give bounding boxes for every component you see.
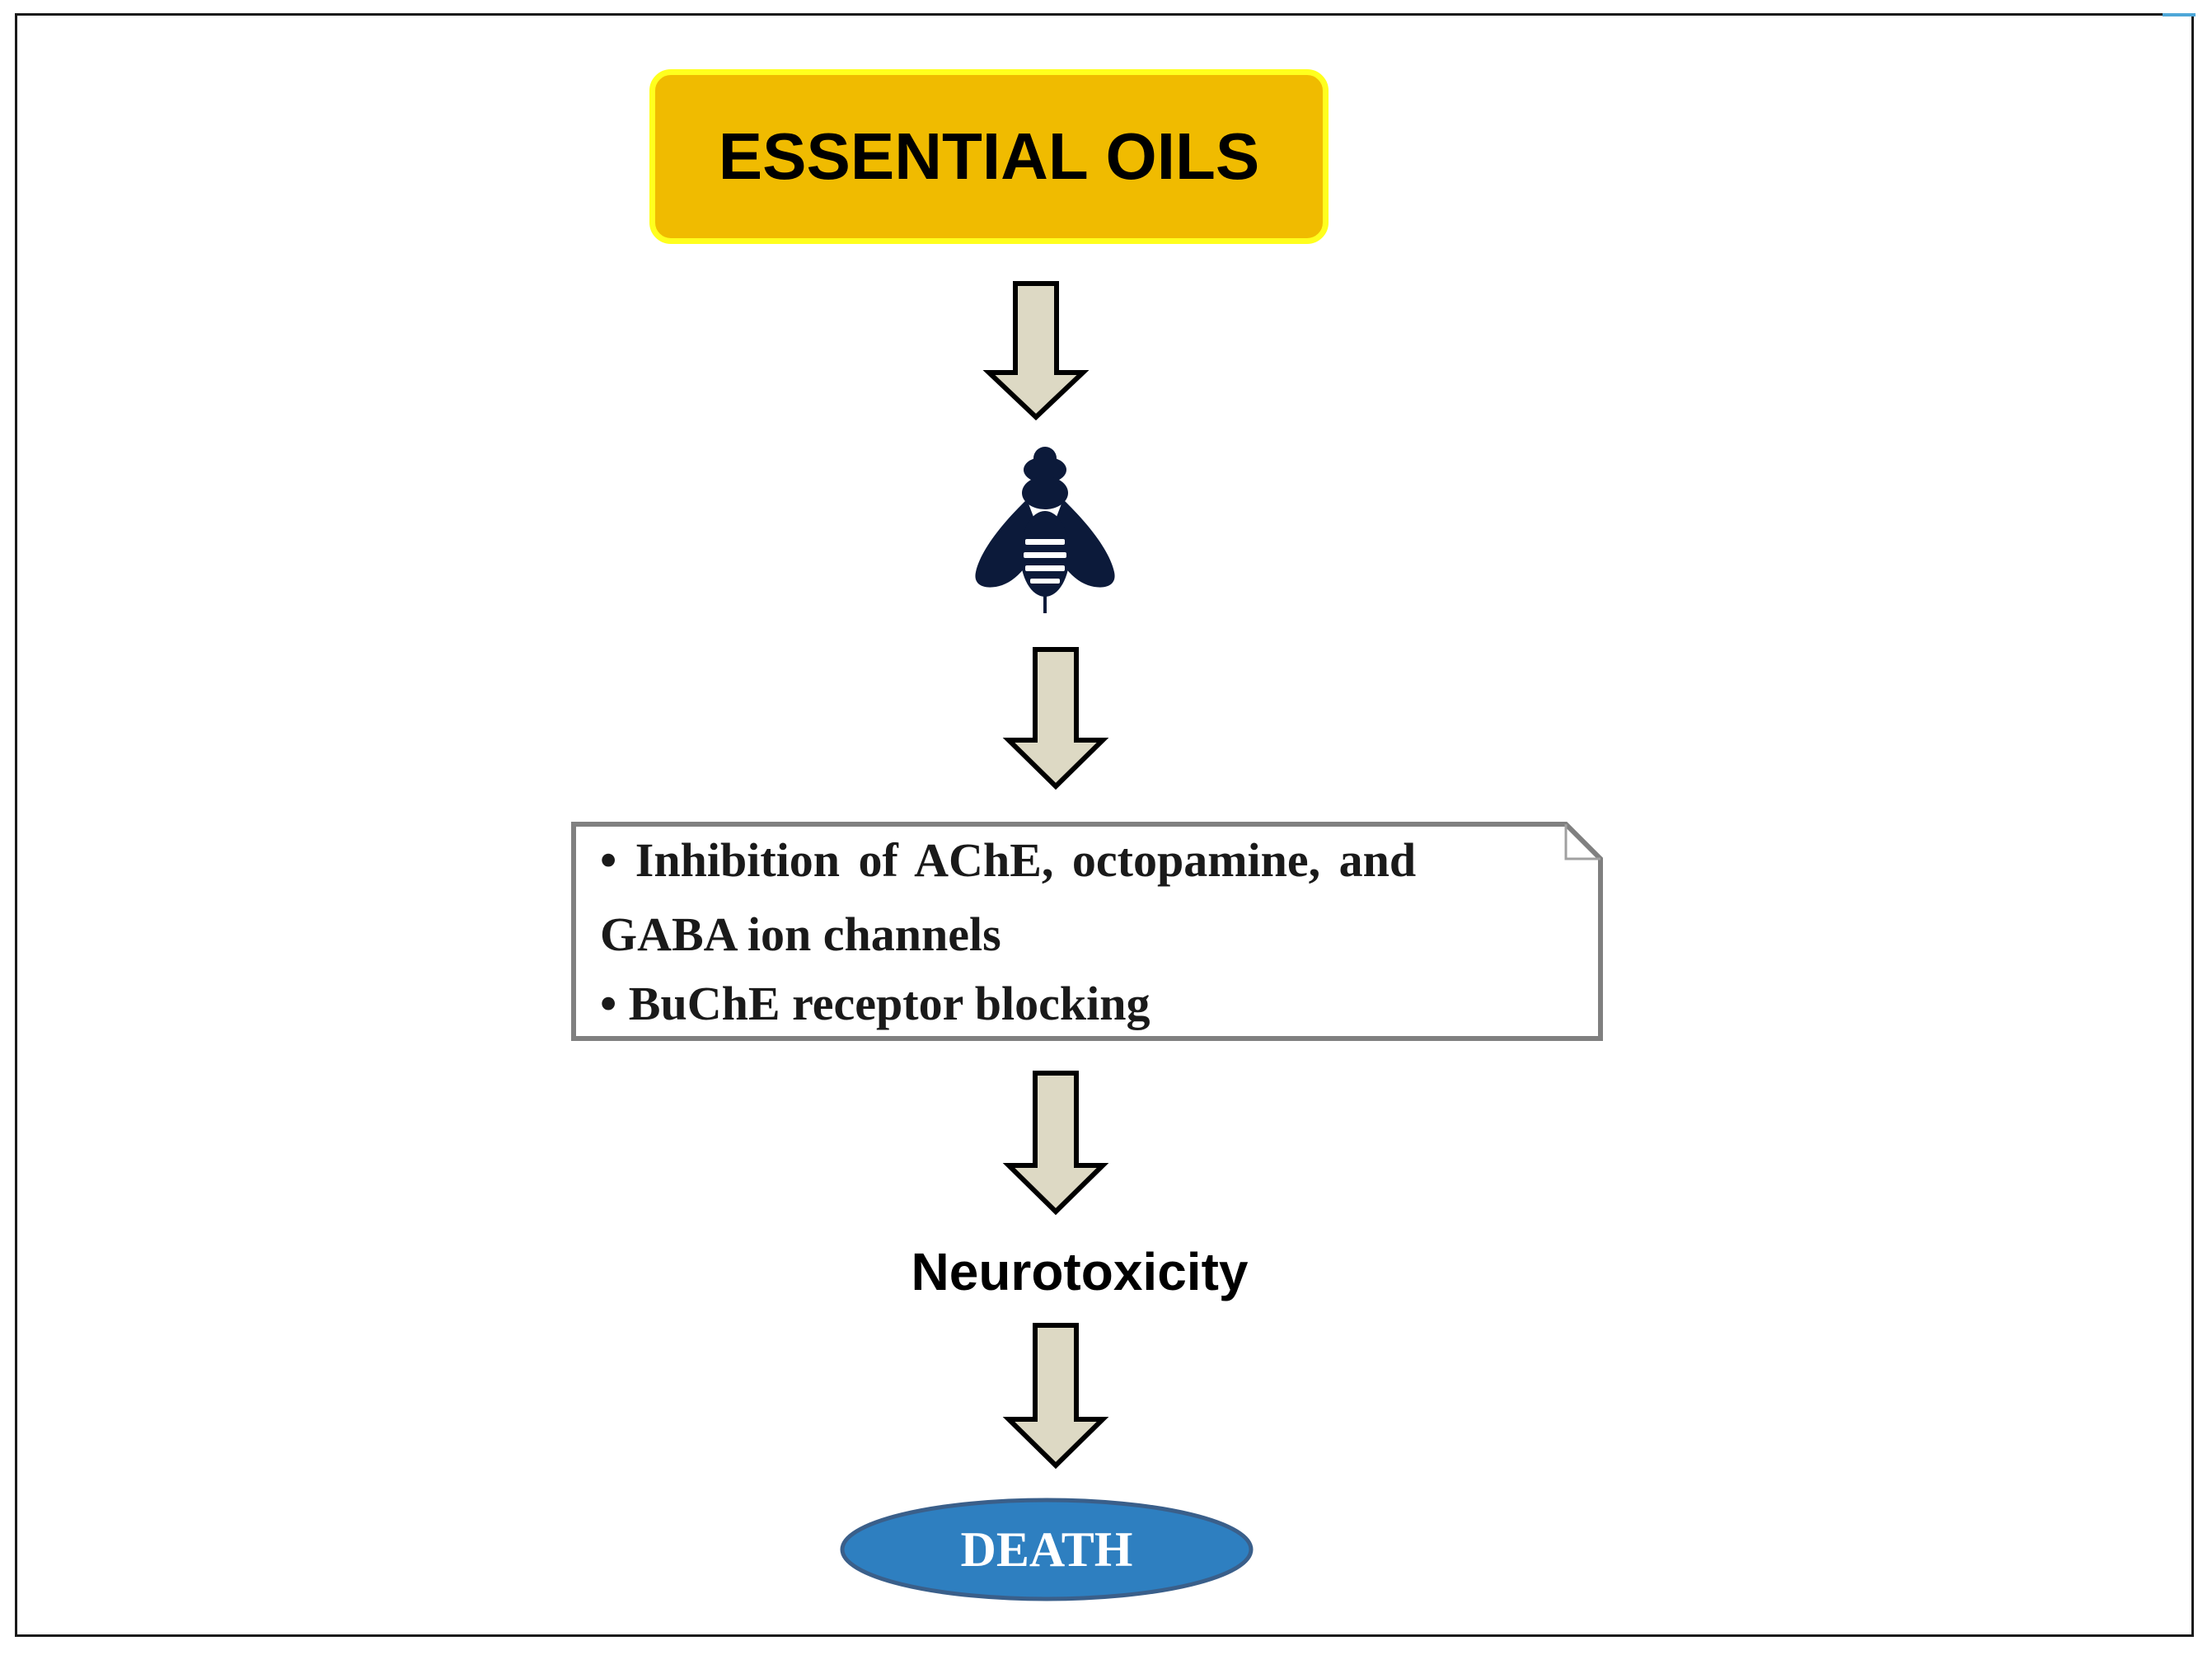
corner-mark xyxy=(2163,13,2196,16)
neurotoxicity-label: Neurotoxicity xyxy=(911,1242,1249,1301)
essential-oils-box: ESSENTIAL OILS xyxy=(649,69,1329,244)
death-ellipse xyxy=(840,1498,1254,1601)
down-arrow-icon xyxy=(1002,647,1109,790)
down-arrow-icon xyxy=(1002,1323,1109,1470)
bee-icon xyxy=(975,447,1115,613)
essential-oils-label: ESSENTIAL OILS xyxy=(718,120,1260,193)
mechanism-line-3: • BuChE receptor blocking xyxy=(600,977,1151,1030)
death-label: DEATH xyxy=(960,1521,1133,1577)
mechanism-line-1: • Inhibition of AChE, octopamine, and xyxy=(600,833,1417,887)
down-arrow-icon xyxy=(1002,1071,1109,1216)
mechanism-text: • Inhibition of AChE, octopamine, and GA… xyxy=(570,821,1604,1042)
mechanism-box xyxy=(571,822,1603,1041)
down-arrow-icon xyxy=(982,281,1090,421)
mechanism-line-2: GABA ion channels xyxy=(600,907,1001,961)
